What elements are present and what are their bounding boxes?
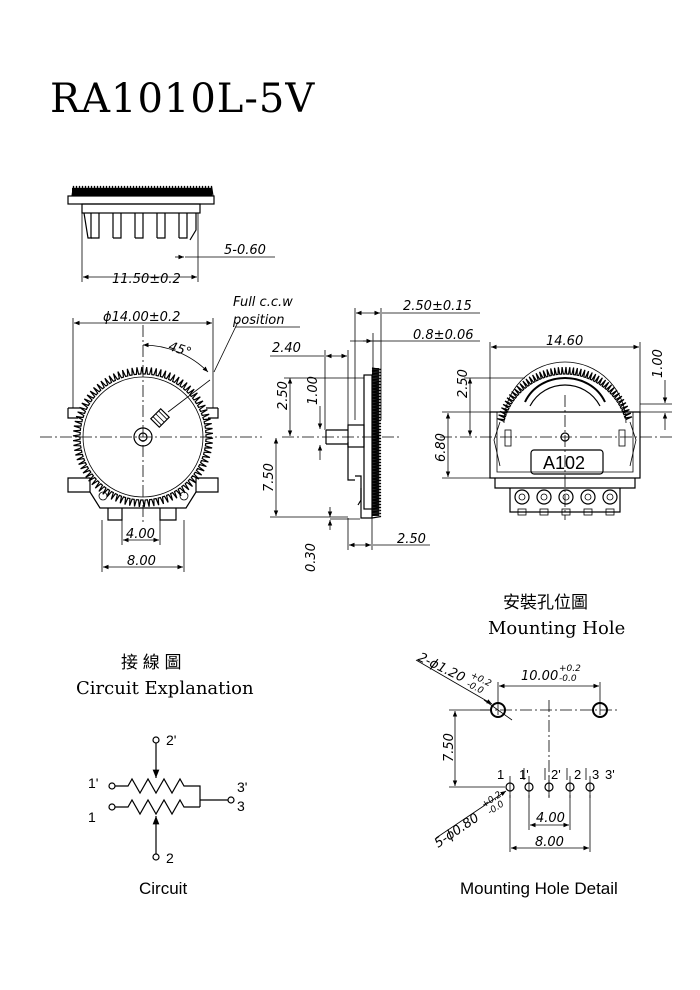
back-marking: A102: [543, 453, 585, 473]
mount-big-hole-dim: 2-ϕ1.20: [415, 650, 467, 686]
circuit-caption: Circuit: [139, 879, 187, 898]
circuit-pin-1p: 1': [88, 775, 98, 791]
back-view-gear-arc: [497, 361, 633, 424]
top-pins-dim: 5-0.60: [224, 243, 266, 258]
side-wheel-dim: 0.8±0.06: [413, 328, 474, 343]
circuit-title-en: Circuit Explanation: [76, 678, 254, 699]
front-view-gear: [72, 366, 214, 508]
mount-span-dim: 8.00: [535, 835, 564, 850]
circuit-pin-3p: 3': [237, 779, 247, 795]
mount-pin-label: 3: [592, 767, 599, 782]
mount-pin-label: 2: [574, 767, 581, 782]
part-number-title: RA1010L-5V: [50, 76, 315, 122]
mount-pin-label: 3': [605, 767, 615, 782]
mount-spacing-dim: 10.00: [521, 669, 558, 684]
side-view-gear: [371, 367, 382, 519]
mounting-caption: Mounting Hole Detail: [460, 879, 618, 898]
circuit-pin-2: 2: [166, 850, 174, 866]
circuit-pin-3: 3: [237, 798, 245, 814]
mounting-hole-section: 安裝孔位圖 Mounting Hole 10.00 +0.2 -0.0 2-ϕ1…: [415, 593, 625, 898]
side-total-dim: 2.50±0.15: [403, 299, 472, 314]
top-view-pins: [83, 212, 197, 241]
mount-spacing-tol-plus: +0.2: [559, 664, 581, 674]
circuit-pin-2p: 2': [166, 732, 176, 748]
front-view: ϕ14.00±0.2 45° Full c.c.w position 4.00 …: [40, 295, 300, 572]
front-span-dim: 8.00: [127, 554, 156, 569]
top-view-gear-teeth: [71, 185, 214, 197]
back-height-dim: 6.80: [434, 433, 449, 462]
back-top-dim: 1.00: [651, 349, 666, 378]
side-h2-dim: 1.00: [306, 376, 321, 405]
mount-small-hole-dim: 5-ϕ0.80: [432, 811, 482, 852]
circuit-title-cn: 接 線 圖: [121, 653, 181, 672]
rotation-note-line2: position: [232, 313, 285, 328]
circuit-pin-1: 1: [88, 809, 96, 825]
mount-pin-label: 1: [497, 767, 504, 782]
side-lead-dim: 2.50: [397, 532, 426, 547]
side-shaft-dim: 2.40: [272, 341, 301, 356]
mount-small-holes: [505, 776, 595, 798]
circuit-section: 接 線 圖 Circuit Explanation 2' 1' 1 3' 3 2…: [76, 653, 254, 898]
mounting-title-cn: 安裝孔位圖: [503, 593, 588, 612]
front-dia-dim: ϕ14.00±0.2: [103, 310, 180, 325]
top-width-dim: 11.50±0.2: [112, 272, 181, 287]
side-h3-dim: 7.50: [262, 463, 277, 492]
rotation-note-line1: Full c.c.w: [233, 295, 293, 310]
back-upper-dim: 2.50: [456, 369, 471, 398]
side-h1-dim: 2.50: [276, 381, 291, 410]
mount-pitch-dim: 4.00: [536, 811, 565, 826]
side-pin-thk-dim: 0.30: [304, 543, 319, 572]
top-view: 11.50±0.2 5-0.60: [67, 185, 275, 287]
mounting-title-en: Mounting Hole: [488, 618, 625, 639]
front-pitch-dim: 4.00: [126, 527, 155, 542]
side-view: 2.50±0.15 0.8±0.06 2.40 2.50 1.00 7.50 0…: [262, 299, 480, 572]
mount-spacing-tol-minus: -0.0: [559, 674, 577, 684]
back-view: A102 14.60 1.00 2.50 6.80: [434, 334, 672, 520]
mount-pin-label: 2': [551, 767, 561, 782]
back-view-terminal-holes: [514, 489, 618, 516]
front-angle-dim: 45°: [166, 339, 193, 360]
back-width-dim: 14.60: [546, 334, 583, 349]
mount-height-dim: 7.50: [442, 733, 457, 762]
